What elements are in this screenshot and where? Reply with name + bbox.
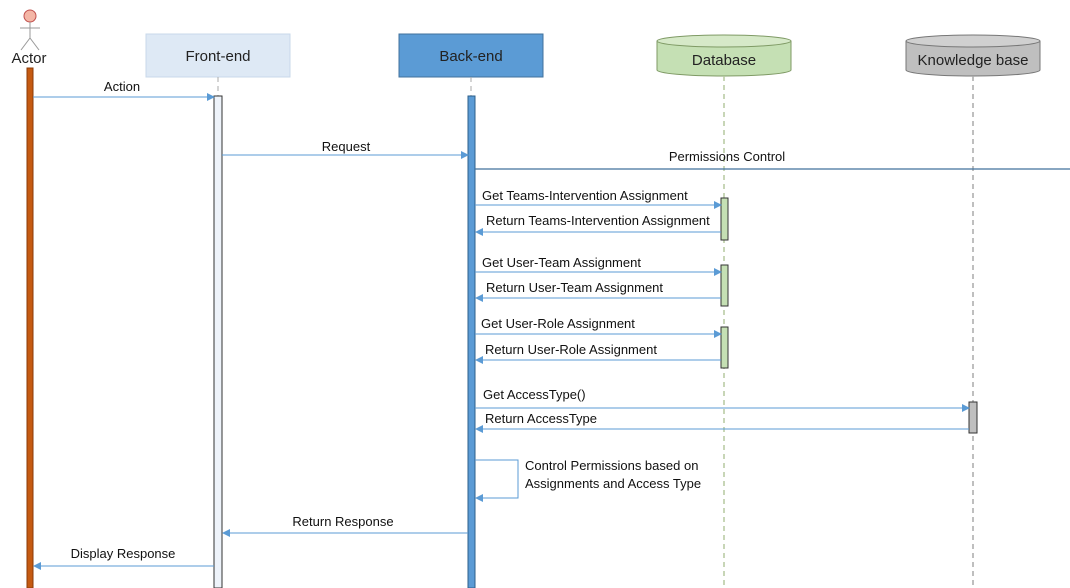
- backend-activation-bar: [467, 95, 476, 588]
- database-activation-1: [720, 197, 729, 241]
- fragment-permissions-control-label: Permissions Control: [669, 149, 785, 164]
- message-request-label: Request: [322, 139, 371, 154]
- actor-activation-bar: [26, 67, 34, 588]
- message-self-control-line1: Control Permissions based on: [525, 458, 698, 473]
- kb-participant-box: [905, 34, 1041, 77]
- backend-label: Back-end: [439, 48, 502, 65]
- message-self-control-line2: Assignments and Access Type: [525, 476, 701, 491]
- message-return-access-label: Return AccessType: [485, 411, 597, 426]
- message-display-response-label: Display Response: [71, 546, 176, 561]
- message-action-label: Action: [104, 79, 140, 94]
- frontend-activation-bar: [213, 95, 223, 588]
- message-get-user-role-label: Get User-Role Assignment: [481, 316, 635, 331]
- frontend-label: Front-end: [185, 48, 250, 65]
- message-return-teams-label: Return Teams-Intervention Assignment: [486, 213, 710, 228]
- message-return-user-team-label: Return User-Team Assignment: [486, 280, 663, 295]
- kb-label: Knowledge base: [918, 52, 1029, 69]
- kb-activation: [968, 401, 978, 434]
- message-return-user-role-label: Return User-Role Assignment: [485, 342, 657, 357]
- message-return-response-label: Return Response: [292, 514, 393, 529]
- frontend-participant-box: [145, 33, 291, 78]
- database-activation-2: [720, 264, 729, 307]
- database-activation-3: [720, 326, 729, 369]
- message-get-teams-label: Get Teams-Intervention Assignment: [482, 188, 688, 203]
- message-get-access-label: Get AccessType(): [483, 387, 586, 402]
- message-get-user-team-label: Get User-Team Assignment: [482, 255, 641, 270]
- actor-icon: [20, 9, 40, 51]
- database-label: Database: [692, 52, 756, 69]
- message-self-control-arrow: [475, 459, 519, 502]
- actor-label: Actor: [11, 50, 46, 67]
- database-participant-box: [656, 34, 792, 77]
